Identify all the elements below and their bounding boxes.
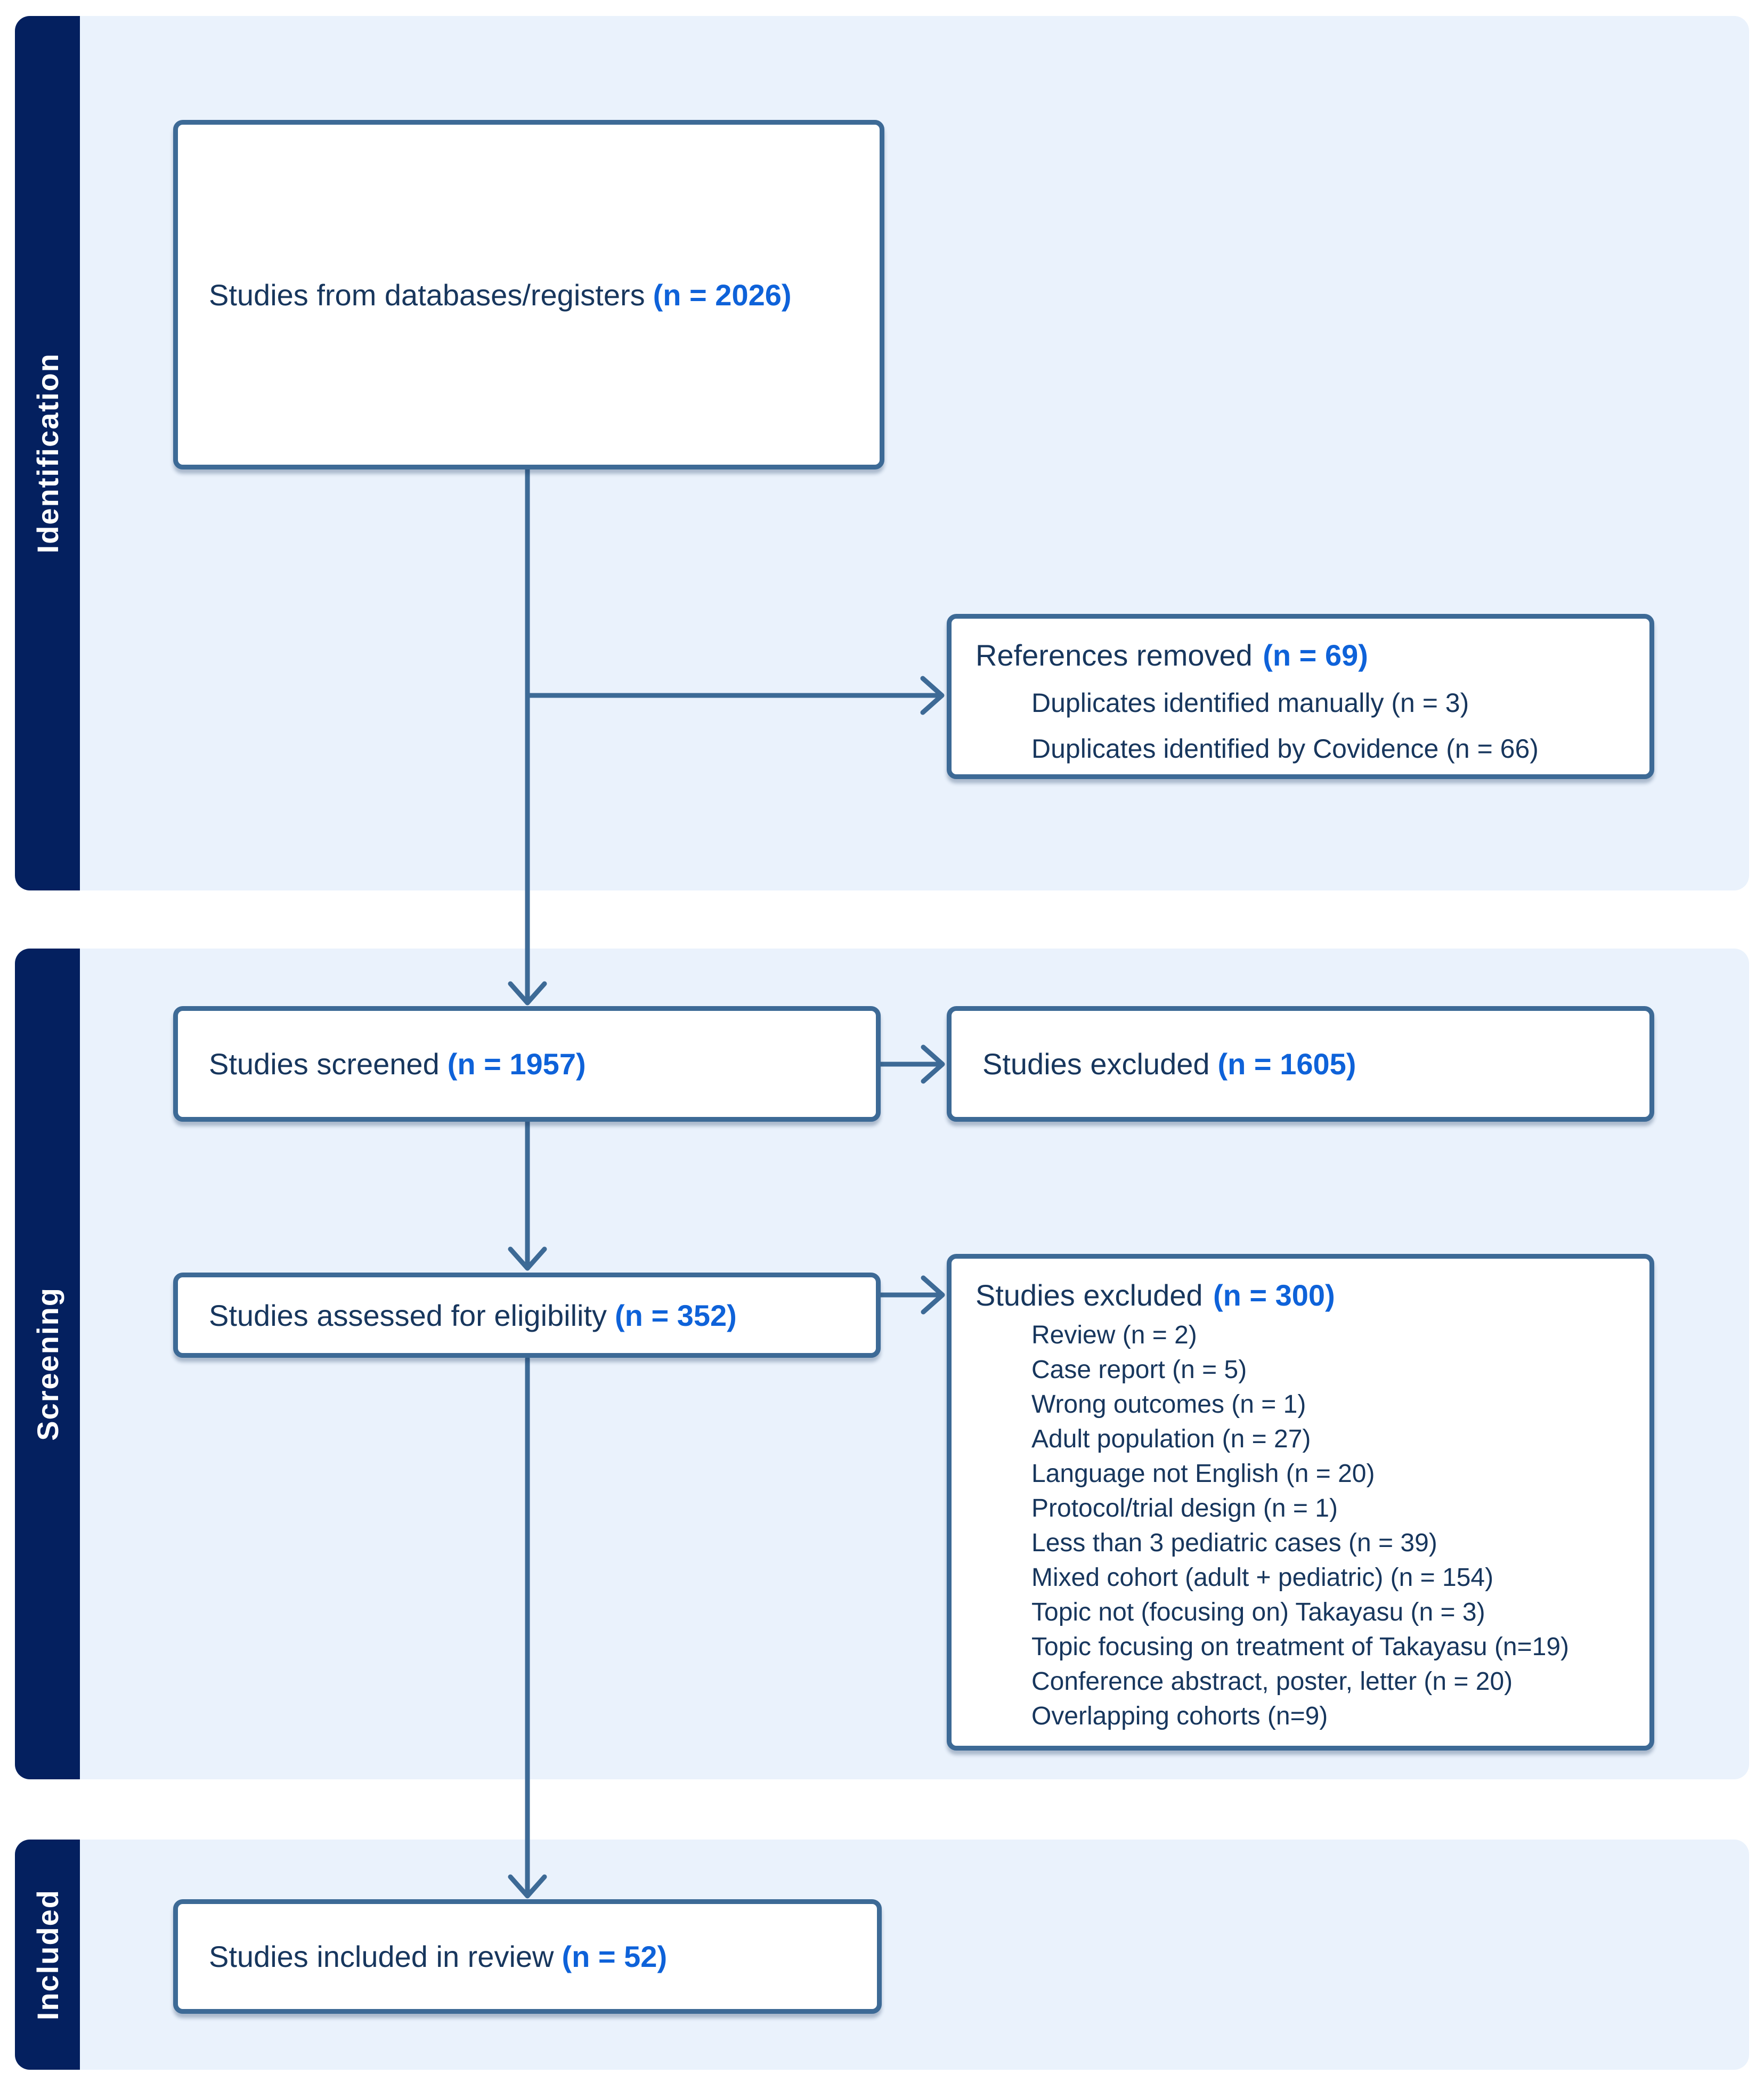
box-studies-excluded-screening: Studies excluded (n = 1605) [947, 1006, 1654, 1122]
list-item: Case report (n = 5) [1031, 1356, 1247, 1384]
list-item: Adult population (n = 27) [1031, 1425, 1311, 1453]
arrowhead-right-2 [921, 1044, 945, 1084]
references-removed-title: References removed [976, 638, 1253, 672]
databases-count: (n = 2026) [653, 278, 792, 312]
list-item: Wrong outcomes (n = 1) [1031, 1390, 1306, 1419]
list-item: Less than 3 pediatric cases (n = 39) [1031, 1529, 1437, 1557]
box-studies-from-databases: Studies from databases/registers (n = 20… [173, 120, 884, 469]
arrowhead-down-3 [508, 1874, 547, 1899]
references-removed-count: (n = 69) [1263, 638, 1368, 672]
excluded-eligibility-items: Review (n = 2) Case report (n = 5) Wrong… [976, 1318, 1633, 1733]
box-studies-screened: Studies screened (n = 1957) [173, 1006, 881, 1122]
list-item: Protocol/trial design (n = 1) [1031, 1494, 1338, 1522]
assessed-count: (n = 352) [615, 1298, 737, 1332]
assessed-text: Studies assessed for eligibility [209, 1298, 607, 1332]
list-item: Language not English (n = 20) [1031, 1460, 1375, 1488]
included-tab: Included [15, 1840, 80, 2070]
box-studies-included: Studies included in review (n = 52) [173, 1899, 882, 2014]
included-count: (n = 52) [562, 1940, 668, 1973]
list-item: Topic focusing on treatment of Takayasu … [1031, 1633, 1570, 1661]
arrowhead-right-1 [920, 676, 945, 715]
box-studies-assessed: Studies assessed for eligibility (n = 35… [173, 1273, 881, 1358]
arrowhead-down-2 [508, 1246, 547, 1271]
list-item: Conference abstract, poster, letter (n =… [1031, 1667, 1513, 1696]
excluded-screening-text: Studies excluded [982, 1047, 1210, 1081]
excluded-screening-count: (n = 1605) [1217, 1047, 1356, 1081]
screened-count: (n = 1957) [447, 1047, 586, 1081]
list-item: Duplicates identified by Covidence (n = … [1031, 734, 1539, 764]
arrowhead-down-1 [508, 981, 547, 1006]
excluded-eligibility-count: (n = 300) [1213, 1278, 1335, 1312]
excluded-eligibility-title: Studies excluded [976, 1278, 1203, 1312]
list-item: Overlapping cohorts (n=9) [1031, 1702, 1328, 1730]
databases-text: Studies from databases/registers [209, 278, 645, 312]
screened-text: Studies screened [209, 1047, 440, 1081]
box-references-removed: References removed (n = 69) Duplicates i… [947, 614, 1654, 779]
arrowhead-right-3 [921, 1275, 945, 1315]
included-text: Studies included in review [209, 1940, 554, 1973]
list-item: Review (n = 2) [1031, 1321, 1197, 1349]
references-removed-items: Duplicates identified manually (n = 3) D… [976, 680, 1633, 772]
box-studies-excluded-eligibility: Studies excluded (n = 300) Review (n = 2… [947, 1254, 1654, 1751]
identification-tab: Identification [15, 16, 80, 890]
list-item: Mixed cohort (adult + pediatric) (n = 15… [1031, 1563, 1494, 1592]
list-item: Topic not (focusing on) Takayasu (n = 3) [1031, 1598, 1485, 1626]
screening-tab: Screening [15, 949, 80, 1779]
list-item: Duplicates identified manually (n = 3) [1031, 688, 1469, 718]
